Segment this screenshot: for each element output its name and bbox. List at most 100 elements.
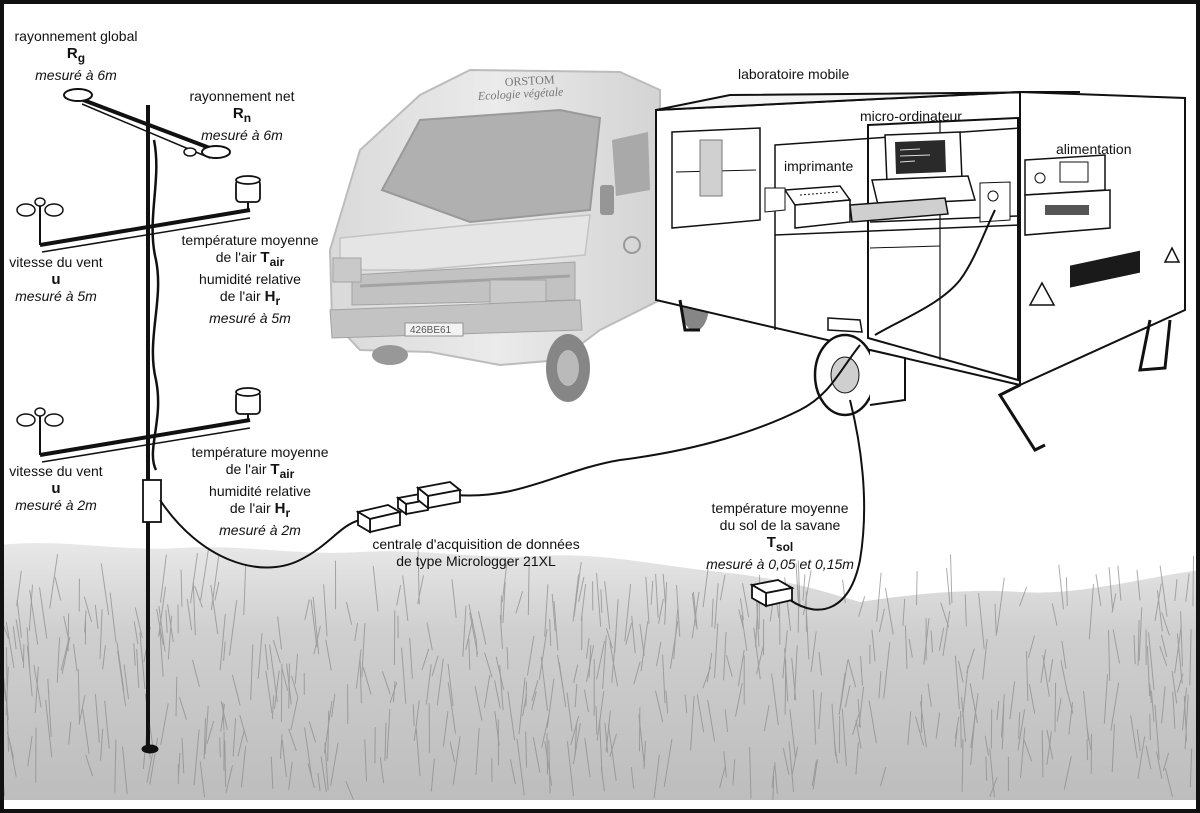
grass-blade [954, 716, 960, 739]
grass-blade [5, 666, 9, 716]
label-th5-line1: température moyenne [181, 232, 319, 248]
grass-blade [604, 722, 608, 753]
label-data-logger: centrale d'acquisition de données de typ… [346, 536, 606, 570]
grass-blade [1192, 555, 1194, 607]
grass-blade [1136, 569, 1141, 601]
grass-blade [506, 646, 509, 670]
grass-blade [1067, 692, 1074, 714]
label-wind-2m-symbol: u [51, 480, 61, 497]
grass-blade [210, 554, 220, 611]
grass-blade [206, 720, 215, 744]
grass-blade [604, 581, 611, 630]
grass-blade [468, 638, 471, 670]
label-th2-line3: humidité relative [209, 483, 311, 499]
grass-blade [77, 669, 80, 723]
grass-blade [413, 700, 420, 741]
grass-blade [117, 650, 127, 707]
label-soil-height: mesuré à 0,05 et 0,15m [706, 556, 854, 572]
grass-blade [588, 645, 592, 678]
grass-blade [996, 701, 1000, 721]
grass-blade [546, 732, 548, 775]
grass-blade [426, 622, 433, 651]
grass-blade [663, 739, 673, 787]
grass-blade [1028, 684, 1036, 714]
grass-blade [181, 737, 185, 774]
grass-blade [288, 663, 290, 709]
grass-blade [723, 751, 727, 778]
grass-blade [228, 600, 238, 656]
van-plate: 426BE61 [410, 325, 452, 336]
grass-blade [706, 652, 713, 683]
grass-blade [6, 695, 9, 752]
grass-blade [449, 741, 456, 763]
label-th2-line4: de l'air Hr [176, 500, 344, 522]
th2-line4-text: de l'air [229, 500, 271, 516]
grass-blade [1111, 593, 1117, 613]
grass-blade [902, 598, 906, 626]
grass-blade [29, 590, 39, 645]
grass-blade [633, 661, 641, 685]
grass-blade [960, 710, 962, 748]
grass-blade [546, 678, 555, 728]
grass-blade [220, 704, 225, 732]
grass-blade [954, 727, 958, 748]
grass-blade [737, 649, 745, 687]
grass-blade [149, 738, 159, 785]
grass-blade [442, 711, 449, 747]
grass-blade [1184, 694, 1189, 750]
grass-blade [842, 579, 846, 603]
th2-line2-text: de l'air [225, 461, 267, 477]
grass-blade [883, 642, 891, 699]
soil-sensor-box [749, 579, 795, 608]
grass-blade [331, 693, 336, 718]
label-soil-line1: température moyenne [711, 500, 849, 516]
grass-blade [676, 584, 681, 637]
grass-blade [1183, 695, 1188, 742]
grass-blade [572, 574, 579, 622]
grass-blade [78, 695, 86, 725]
grass-blade [907, 711, 912, 745]
grass-blade [1189, 748, 1193, 788]
grass-blade [989, 748, 995, 797]
grass-blade [739, 598, 744, 620]
grass-blade [494, 680, 501, 709]
grass-blade [880, 766, 887, 787]
grass-blade [970, 715, 976, 766]
grass-blade [1136, 729, 1141, 752]
grass-blade [702, 568, 709, 608]
grass-blade [969, 683, 978, 723]
grass-blade [409, 637, 413, 679]
grass-blade [102, 645, 106, 670]
grass-blade [323, 584, 328, 637]
grass-blade [269, 644, 278, 702]
grass-blade [386, 708, 391, 760]
label-wind-5m: vitesse du vent u mesuré à 5m [0, 254, 112, 305]
grass-blade [531, 680, 539, 702]
label-net-radiation-height: mesuré à 6m [201, 127, 283, 143]
grass-blade [175, 676, 178, 717]
grass-blade [805, 609, 810, 660]
grass-blade [99, 609, 103, 659]
grass-blade [831, 703, 837, 757]
grass-blade [1176, 673, 1184, 693]
grass-blade [954, 655, 960, 710]
grass-blade [28, 584, 33, 631]
grass-blade [232, 718, 237, 757]
grass-blade [1111, 724, 1115, 773]
grass-blade [916, 571, 918, 606]
label-th2-line1: température moyenne [191, 444, 329, 460]
grass-blade [741, 615, 748, 651]
grass-blade [240, 745, 247, 788]
grass-blade [1154, 704, 1160, 760]
grass-blade [1017, 709, 1026, 751]
grass-blade [199, 761, 205, 798]
grass-blade [271, 695, 275, 720]
grass-blade [288, 762, 293, 790]
grass-blade [346, 601, 353, 625]
grass-blade [265, 670, 273, 714]
grass-blade [1130, 715, 1138, 759]
th2-tair-symbol: Tair [270, 461, 294, 481]
soil-sol-sub: sol [775, 540, 794, 554]
grass-blade [904, 625, 908, 669]
grass-blade [1149, 714, 1151, 741]
